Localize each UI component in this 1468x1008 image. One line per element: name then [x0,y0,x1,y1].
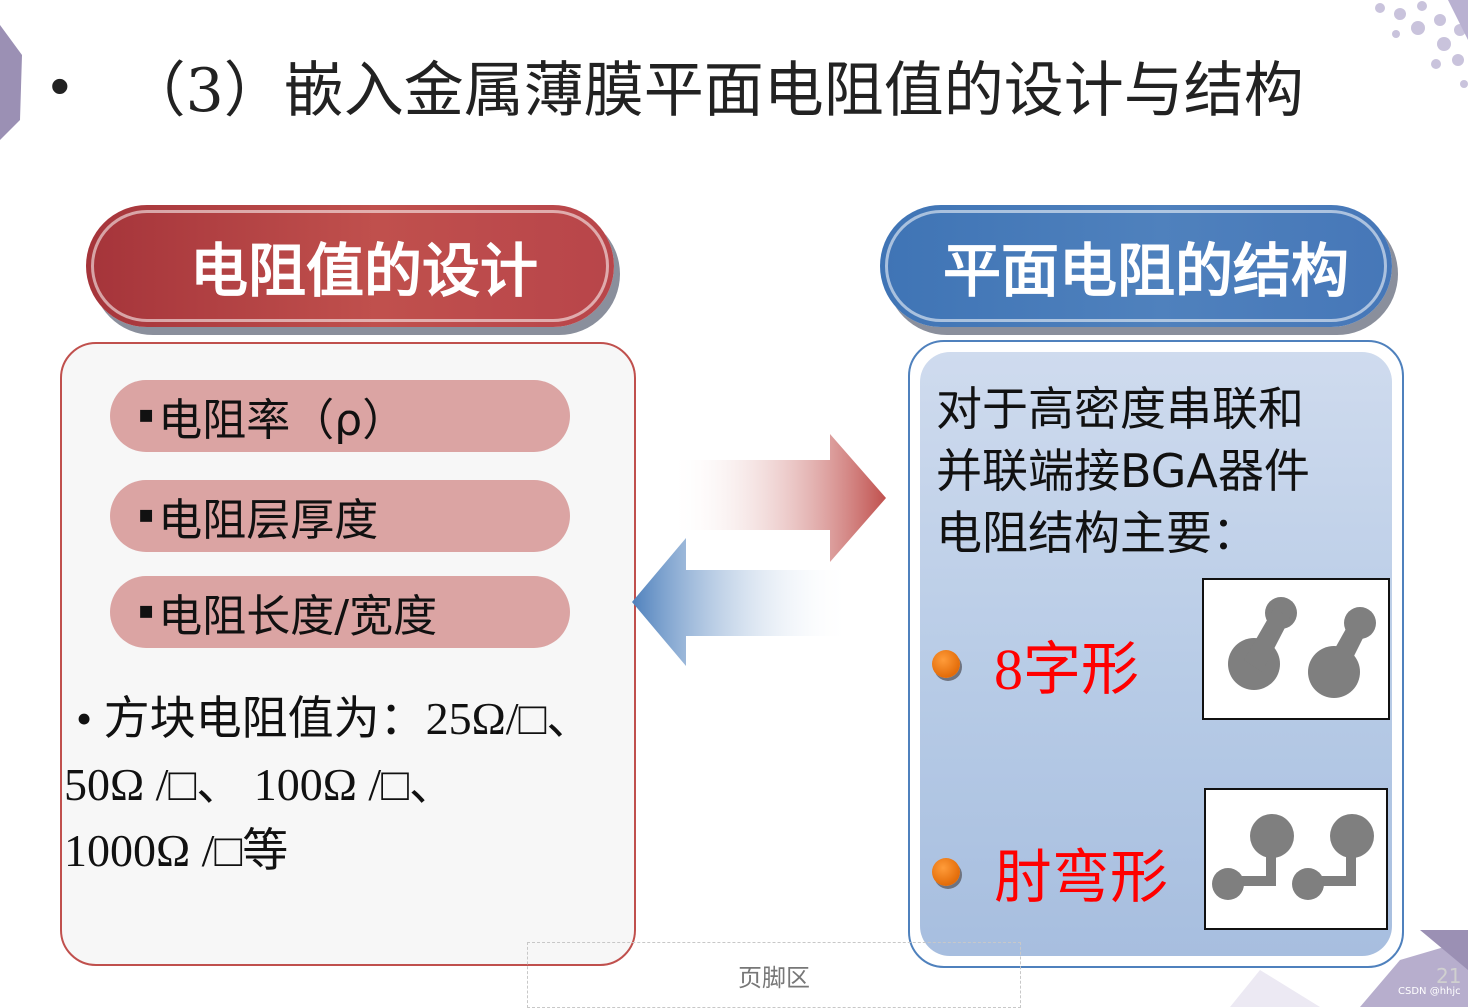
watermark: CSDN @hhjc [1398,986,1461,997]
title-text: （3）嵌入金属薄膜平面电阻值的设计与结构 [125,55,1304,126]
structure-description-line: 并联端接BGA器件 [936,444,1310,498]
planar-resistor-structure-header-label: 平面电阻的结构 [942,237,1349,305]
orange-bullet-icon [932,858,960,886]
bidirectional-arrows-icon [632,434,886,666]
design-factor-item: ▪ 电阻率（ρ） [110,380,570,452]
design-factor-item: ▪ 电阻层厚度 [110,480,570,552]
sheet-resistance-line: • 方块电阻值为：25Ω/□、 [76,693,593,744]
square-bullet-icon: ▪ [138,500,155,528]
structure-type-item: 肘弯形 [932,830,1168,914]
elbow-resistor-icon [1204,788,1388,930]
corner-decoration-top-left [0,25,22,140]
structure-type-item: 8字形 [932,622,1139,706]
orange-bullet-icon [932,650,960,678]
structure-description: 对于高密度串联和 并联端接BGA器件 电阻结构主要： [936,378,1376,564]
planar-resistor-structure-header: 平面电阻的结构 [880,205,1392,327]
design-factor-label: 电阻长度/宽度 [158,591,438,642]
sheet-resistance-line: 1000Ω /□等 [64,825,289,876]
structure-description-line: 对于高密度串联和 [936,382,1304,436]
corner-decoration-top-right [1375,0,1468,88]
square-bullet-icon: ▪ [138,400,155,428]
sheet-resistance-line: 50Ω /□、 100Ω /□、 [64,759,455,810]
resistance-design-header: 电阻值的设计 [86,205,614,327]
resistance-design-header-label: 电阻值的设计 [189,237,538,305]
slide-title: • （3）嵌入金属薄膜平面电阻值的设计与结构 [50,40,1350,130]
page-number: 21 [1436,964,1462,988]
square-bullet-icon: ▪ [138,596,155,624]
design-factor-item: ▪ 电阻长度/宽度 [110,576,570,648]
structure-type-label: 肘弯形 [994,845,1169,910]
structure-type-label: 8字形 [994,637,1140,702]
title-bullet: • [50,53,70,117]
figure-eight-resistor-icon [1202,578,1390,720]
design-factor-label: 电阻层厚度 [158,495,379,546]
design-factor-label: 电阻率（ρ） [158,395,407,446]
arrow-left-icon [632,538,850,666]
sheet-resistance-values: • 方块电阻值为：25Ω/□、 50Ω /□、 100Ω /□、 1000Ω /… [64,686,704,884]
structure-description-line: 电阻结构主要： [936,506,1258,560]
arrow-right-icon [670,434,886,562]
footer-text: 页脚区 [738,964,810,992]
